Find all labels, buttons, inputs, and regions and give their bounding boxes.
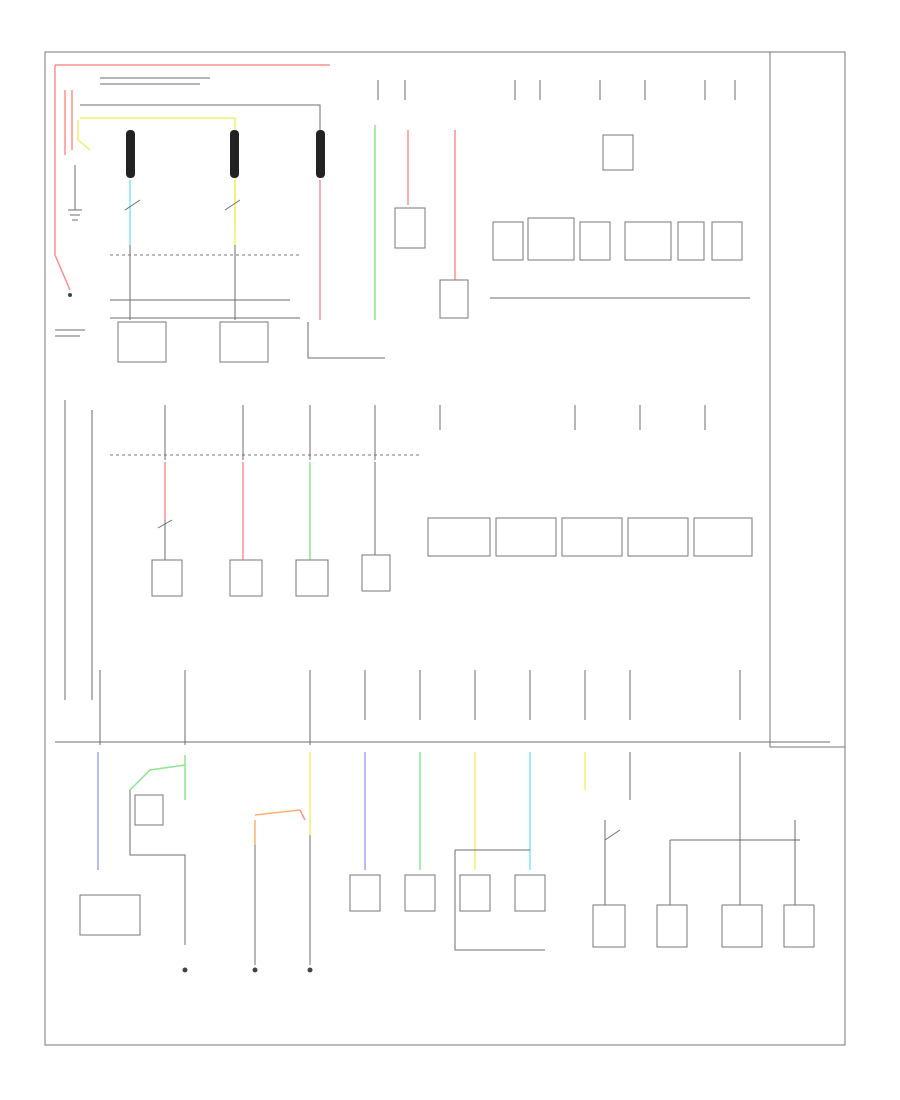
- middle-component-1: [151, 559, 183, 597]
- top-fuse-stubs: [377, 80, 736, 100]
- right-panel-frame: [769, 51, 846, 748]
- component-box-1: [117, 321, 167, 363]
- lower-component-8: [721, 904, 763, 948]
- relay-box-lower-1: [134, 794, 164, 826]
- lower-component-5: [514, 874, 546, 912]
- switch-box-4: [627, 517, 689, 557]
- lower-component-4: [459, 874, 491, 912]
- lower-component-7: [656, 904, 688, 948]
- battery-wire-red: [54, 65, 71, 291]
- middle-component-2: [229, 559, 263, 597]
- relay-box-2: [527, 217, 575, 261]
- switch-box-5: [693, 517, 753, 557]
- lower-component-6: [592, 904, 626, 948]
- fusible-link-3: [316, 130, 325, 178]
- component-box-4: [439, 279, 469, 319]
- relay-box-6: [711, 221, 743, 261]
- lower-section: [55, 670, 830, 973]
- fusible-link-2: [230, 130, 239, 178]
- lower-component-1: [79, 894, 141, 936]
- lower-component-9: [783, 904, 815, 948]
- generator-outline: [307, 322, 385, 359]
- lower-component-3: [404, 874, 436, 912]
- middle-section: [64, 400, 753, 700]
- switch-box-3: [561, 517, 623, 557]
- relay-box-4: [624, 221, 672, 261]
- lower-component-2: [349, 874, 381, 912]
- relay-box-3: [579, 221, 611, 261]
- relay-box-1: [492, 221, 524, 261]
- middle-fuse-stubs: [164, 405, 706, 460]
- middle-component-4: [361, 554, 391, 592]
- relay-box-top: [602, 134, 634, 171]
- relay-box-5: [677, 221, 705, 261]
- middle-component-3: [295, 559, 329, 597]
- component-box-3: [394, 207, 426, 249]
- component-box-2: [219, 321, 269, 363]
- feed-wire-yellow: [80, 117, 236, 230]
- lower-fuse-stubs: [99, 670, 741, 745]
- switch-box-2: [495, 517, 557, 557]
- battery-feed-section: [54, 64, 750, 363]
- switch-box-1: [427, 517, 491, 557]
- battery-symbol: [68, 165, 82, 221]
- fusible-link-1: [126, 130, 135, 178]
